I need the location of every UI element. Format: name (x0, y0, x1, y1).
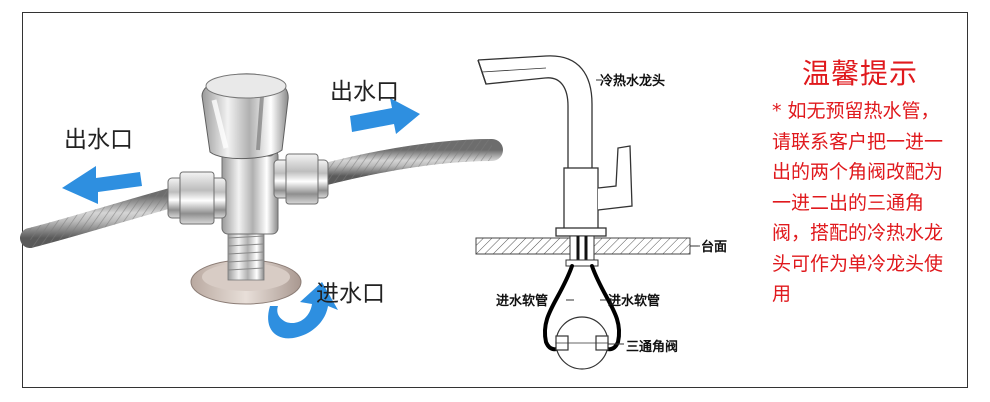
supply-pipes (565, 235, 599, 267)
valve-handle (201, 73, 289, 160)
tip-body: * 如无预留热水管，请联系客户把一进一出的两个角阀改配为一进二出的三通角阀，搭配… (772, 100, 944, 305)
leader-lines (566, 79, 698, 345)
threaded-inlet (227, 229, 265, 281)
hose-left (20, 186, 188, 248)
faucet-outline (477, 55, 633, 237)
tip-title: 温馨提示 (801, 57, 918, 90)
outlet-label-top: 出水口 (330, 79, 399, 105)
hose-left-label: 进水软管 (496, 294, 549, 309)
inlet-arrow-curved (268, 282, 338, 339)
inlet-label: 进水口 (316, 281, 385, 307)
faucet-label: 冷热水龙头 (600, 74, 666, 89)
hose-right-label: 进水软管 (608, 294, 661, 309)
valve-label: 三通角阀 (626, 340, 679, 355)
three-way-valve-sketch (555, 316, 609, 370)
hose-right (307, 139, 503, 187)
outlet-arrow-right (350, 98, 420, 134)
outlet-arrow-left (62, 166, 142, 204)
outlet-label-left: 出水口 (64, 127, 133, 153)
counter-label: 台面 (701, 240, 728, 255)
